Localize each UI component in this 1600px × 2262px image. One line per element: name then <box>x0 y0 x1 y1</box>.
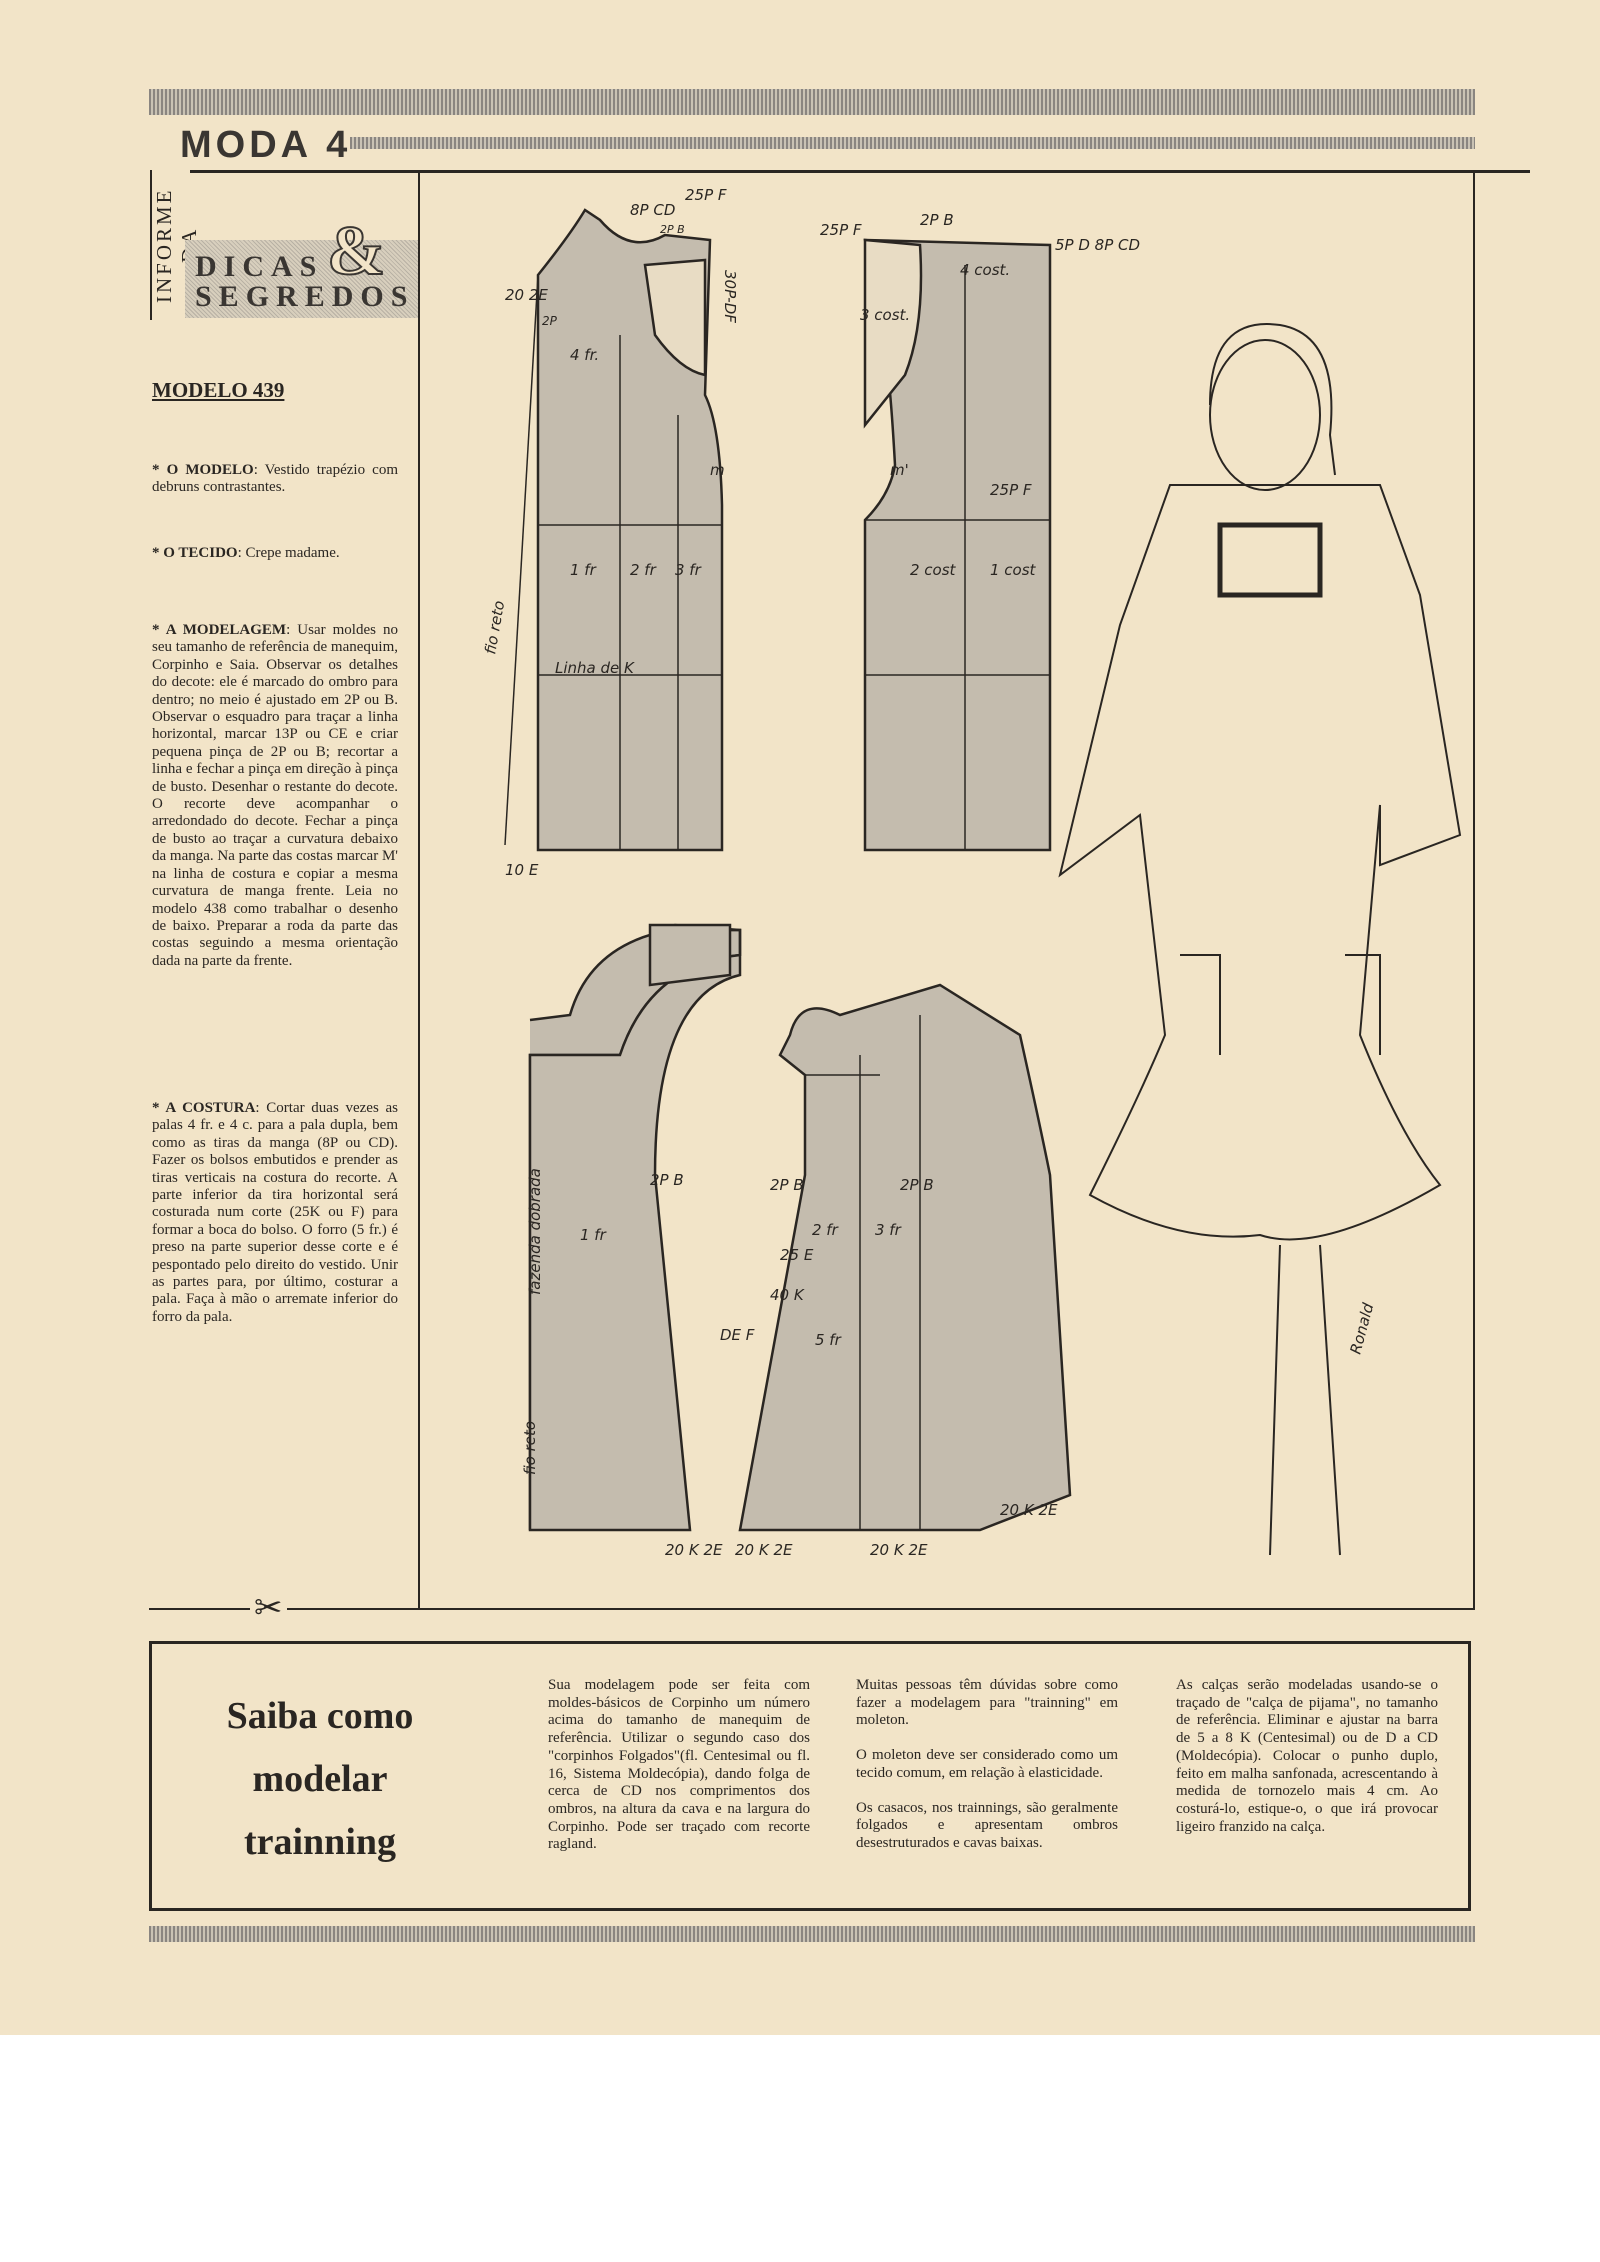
label: 1 cost <box>990 561 1037 579</box>
label: m' <box>890 461 909 479</box>
masthead: MODA 4 <box>180 124 351 167</box>
box-column-3: As calças serão modeladas usando-se o tr… <box>1176 1677 1438 1835</box>
label-30p-df: 30P-DF <box>721 270 739 323</box>
label: 25P F <box>990 481 1032 499</box>
label: 2P B <box>770 1176 804 1194</box>
paragraph: Os casacos, nos trainnings, são geralmen… <box>856 1799 1118 1851</box>
label: * A MODELAGEM <box>152 622 287 638</box>
text: : Vestido trapézio com debruns contrasta… <box>152 462 398 496</box>
label: 3 fr <box>875 1221 902 1239</box>
label: 25 E <box>780 1246 814 1264</box>
label: 20 2E <box>505 286 548 304</box>
label: 4 cost. <box>960 261 1010 279</box>
label: DE F <box>720 1326 755 1344</box>
label: 10 E <box>505 861 539 879</box>
top-band <box>149 89 1475 115</box>
label: fazenda dobrada <box>526 1168 544 1295</box>
label: 2 fr <box>812 1221 839 1239</box>
column-title-segredos: SEGREDOS <box>195 280 415 313</box>
paragraph: Muitas pessoas têm dúvidas sobre como fa… <box>856 1677 1118 1729</box>
text: : Crepe madame. <box>237 545 340 561</box>
label: 3 cost. <box>860 306 910 324</box>
title-line: trainning <box>243 1821 397 1863</box>
label: 8P CD <box>630 201 675 219</box>
label: 20 K 2E <box>870 1541 928 1559</box>
label: fio reto <box>481 599 508 655</box>
label: Linha de K <box>555 659 635 677</box>
label: 20 K 2E <box>665 1541 723 1559</box>
label: 3 fr <box>675 561 702 579</box>
paragraph: O moleton deve ser considerado como um t… <box>856 1747 1118 1781</box>
label: m <box>710 461 725 479</box>
label: 2P B <box>900 1176 934 1194</box>
ampersand: & <box>326 212 386 291</box>
column-label: INFORME DA <box>150 170 201 320</box>
title-line: modelar <box>252 1758 388 1800</box>
label: 2P <box>542 314 558 328</box>
paragraph-modelagem: * A MODELAGEM: Usar moldes no seu tamanh… <box>152 622 398 970</box>
title-line: Saiba como <box>226 1695 414 1737</box>
paragraph-modelo: * O MODELO: Vestido trapézio com debruns… <box>152 462 398 497</box>
label: 2P B <box>650 1171 684 1189</box>
label: * O TECIDO <box>152 545 238 561</box>
bottom-band <box>149 1926 1475 1942</box>
scissors-icon: ✂ <box>250 1588 287 1628</box>
label: 20 K 2E <box>735 1541 793 1559</box>
column-divider <box>418 170 420 1610</box>
front-bodice-pattern <box>504 208 724 852</box>
label: 1 fr <box>580 1226 607 1244</box>
article-title: MODELO 439 <box>152 378 285 402</box>
header-rule <box>190 170 1530 173</box>
label: 5P D 8P CD <box>1055 236 1140 254</box>
label: 2P B <box>920 211 954 229</box>
signature: Ronald <box>1346 1301 1377 1356</box>
column-title-dicas: DICAS <box>195 250 324 283</box>
label: 5 fr <box>815 1331 842 1349</box>
column-title: DICAS & SEGREDOS <box>185 212 418 318</box>
label: 1 fr <box>570 561 597 579</box>
paragraph-tecido: * O TECIDO: Crepe madame. <box>152 545 398 562</box>
box-column-1: Sua modelagem pode ser feita com moldes-… <box>548 1677 810 1853</box>
section-title: MODA <box>180 124 313 166</box>
trainning-box <box>149 1641 1471 1911</box>
label: 20 K 2E <box>1000 1501 1058 1519</box>
dress-illustration <box>1058 323 1462 1556</box>
page-number: 4 <box>326 124 352 166</box>
masthead-band <box>350 137 1475 149</box>
pattern-diagrams: 8P CD 2P B 25P F 30P-DF 20 2E 2P 4 fr. m… <box>481 186 1462 1559</box>
label: * A COSTURA <box>152 1100 256 1116</box>
cut-line <box>149 1608 1475 1610</box>
right-border <box>1473 170 1475 1610</box>
label: 25P F <box>820 221 862 239</box>
text: : Usar moldes no seu tamanho de referênc… <box>152 622 398 969</box>
back-bodice-pattern <box>863 238 1052 852</box>
label: fio reto <box>521 1421 539 1475</box>
skirt-patterns <box>528 923 1072 1532</box>
box-title: Saiba como modelar trainning <box>205 1685 435 1874</box>
text: : Cortar duas vezes as palas 4 fr. e 4 c… <box>152 1100 398 1325</box>
label: 2 fr <box>630 561 657 579</box>
label: 4 fr. <box>570 346 599 364</box>
paragraph-costura: * A COSTURA: Cortar duas vezes as palas … <box>152 1100 398 1326</box>
label: 25P F <box>685 186 727 204</box>
box-column-2: Muitas pessoas têm dúvidas sobre como fa… <box>856 1677 1118 1853</box>
label: 2 cost <box>910 561 957 579</box>
label: 40 K <box>770 1286 805 1304</box>
label: 2P B <box>660 223 685 236</box>
label: * O MODELO <box>152 462 254 478</box>
